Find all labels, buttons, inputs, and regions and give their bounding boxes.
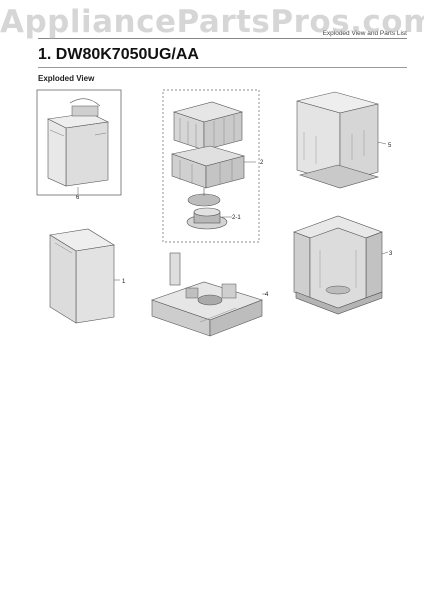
base-assembly: 4 bbox=[151, 252, 269, 337]
outer-case: 5 bbox=[296, 91, 392, 189]
callout-rack-assembly: 2 bbox=[260, 160, 264, 166]
callout-motor-subassembly: 2-1 bbox=[232, 215, 241, 221]
callout-base-assembly: 4 bbox=[265, 292, 269, 298]
title-rule bbox=[38, 67, 407, 68]
door-assembly-frame bbox=[36, 89, 122, 196]
model-title: 1. DW80K7050UG/AA bbox=[38, 46, 199, 63]
tub-assembly: 3 bbox=[293, 215, 393, 315]
front-panel: 1 bbox=[49, 228, 126, 324]
rack-assembly: 2 2-1 bbox=[162, 89, 264, 243]
callout-door-assembly: 6 bbox=[76, 195, 80, 201]
section-label: Exploded View bbox=[38, 74, 95, 83]
header-rule bbox=[38, 38, 407, 39]
rack-assembly-frame bbox=[162, 89, 260, 243]
door-assembly: 6 bbox=[36, 89, 122, 201]
callout-tub-assembly: 3 bbox=[389, 251, 393, 257]
callout-outer-case: 5 bbox=[388, 143, 392, 149]
header-label: Exploded View and Parts List bbox=[322, 30, 407, 37]
callout-front-panel: 1 bbox=[122, 279, 126, 285]
